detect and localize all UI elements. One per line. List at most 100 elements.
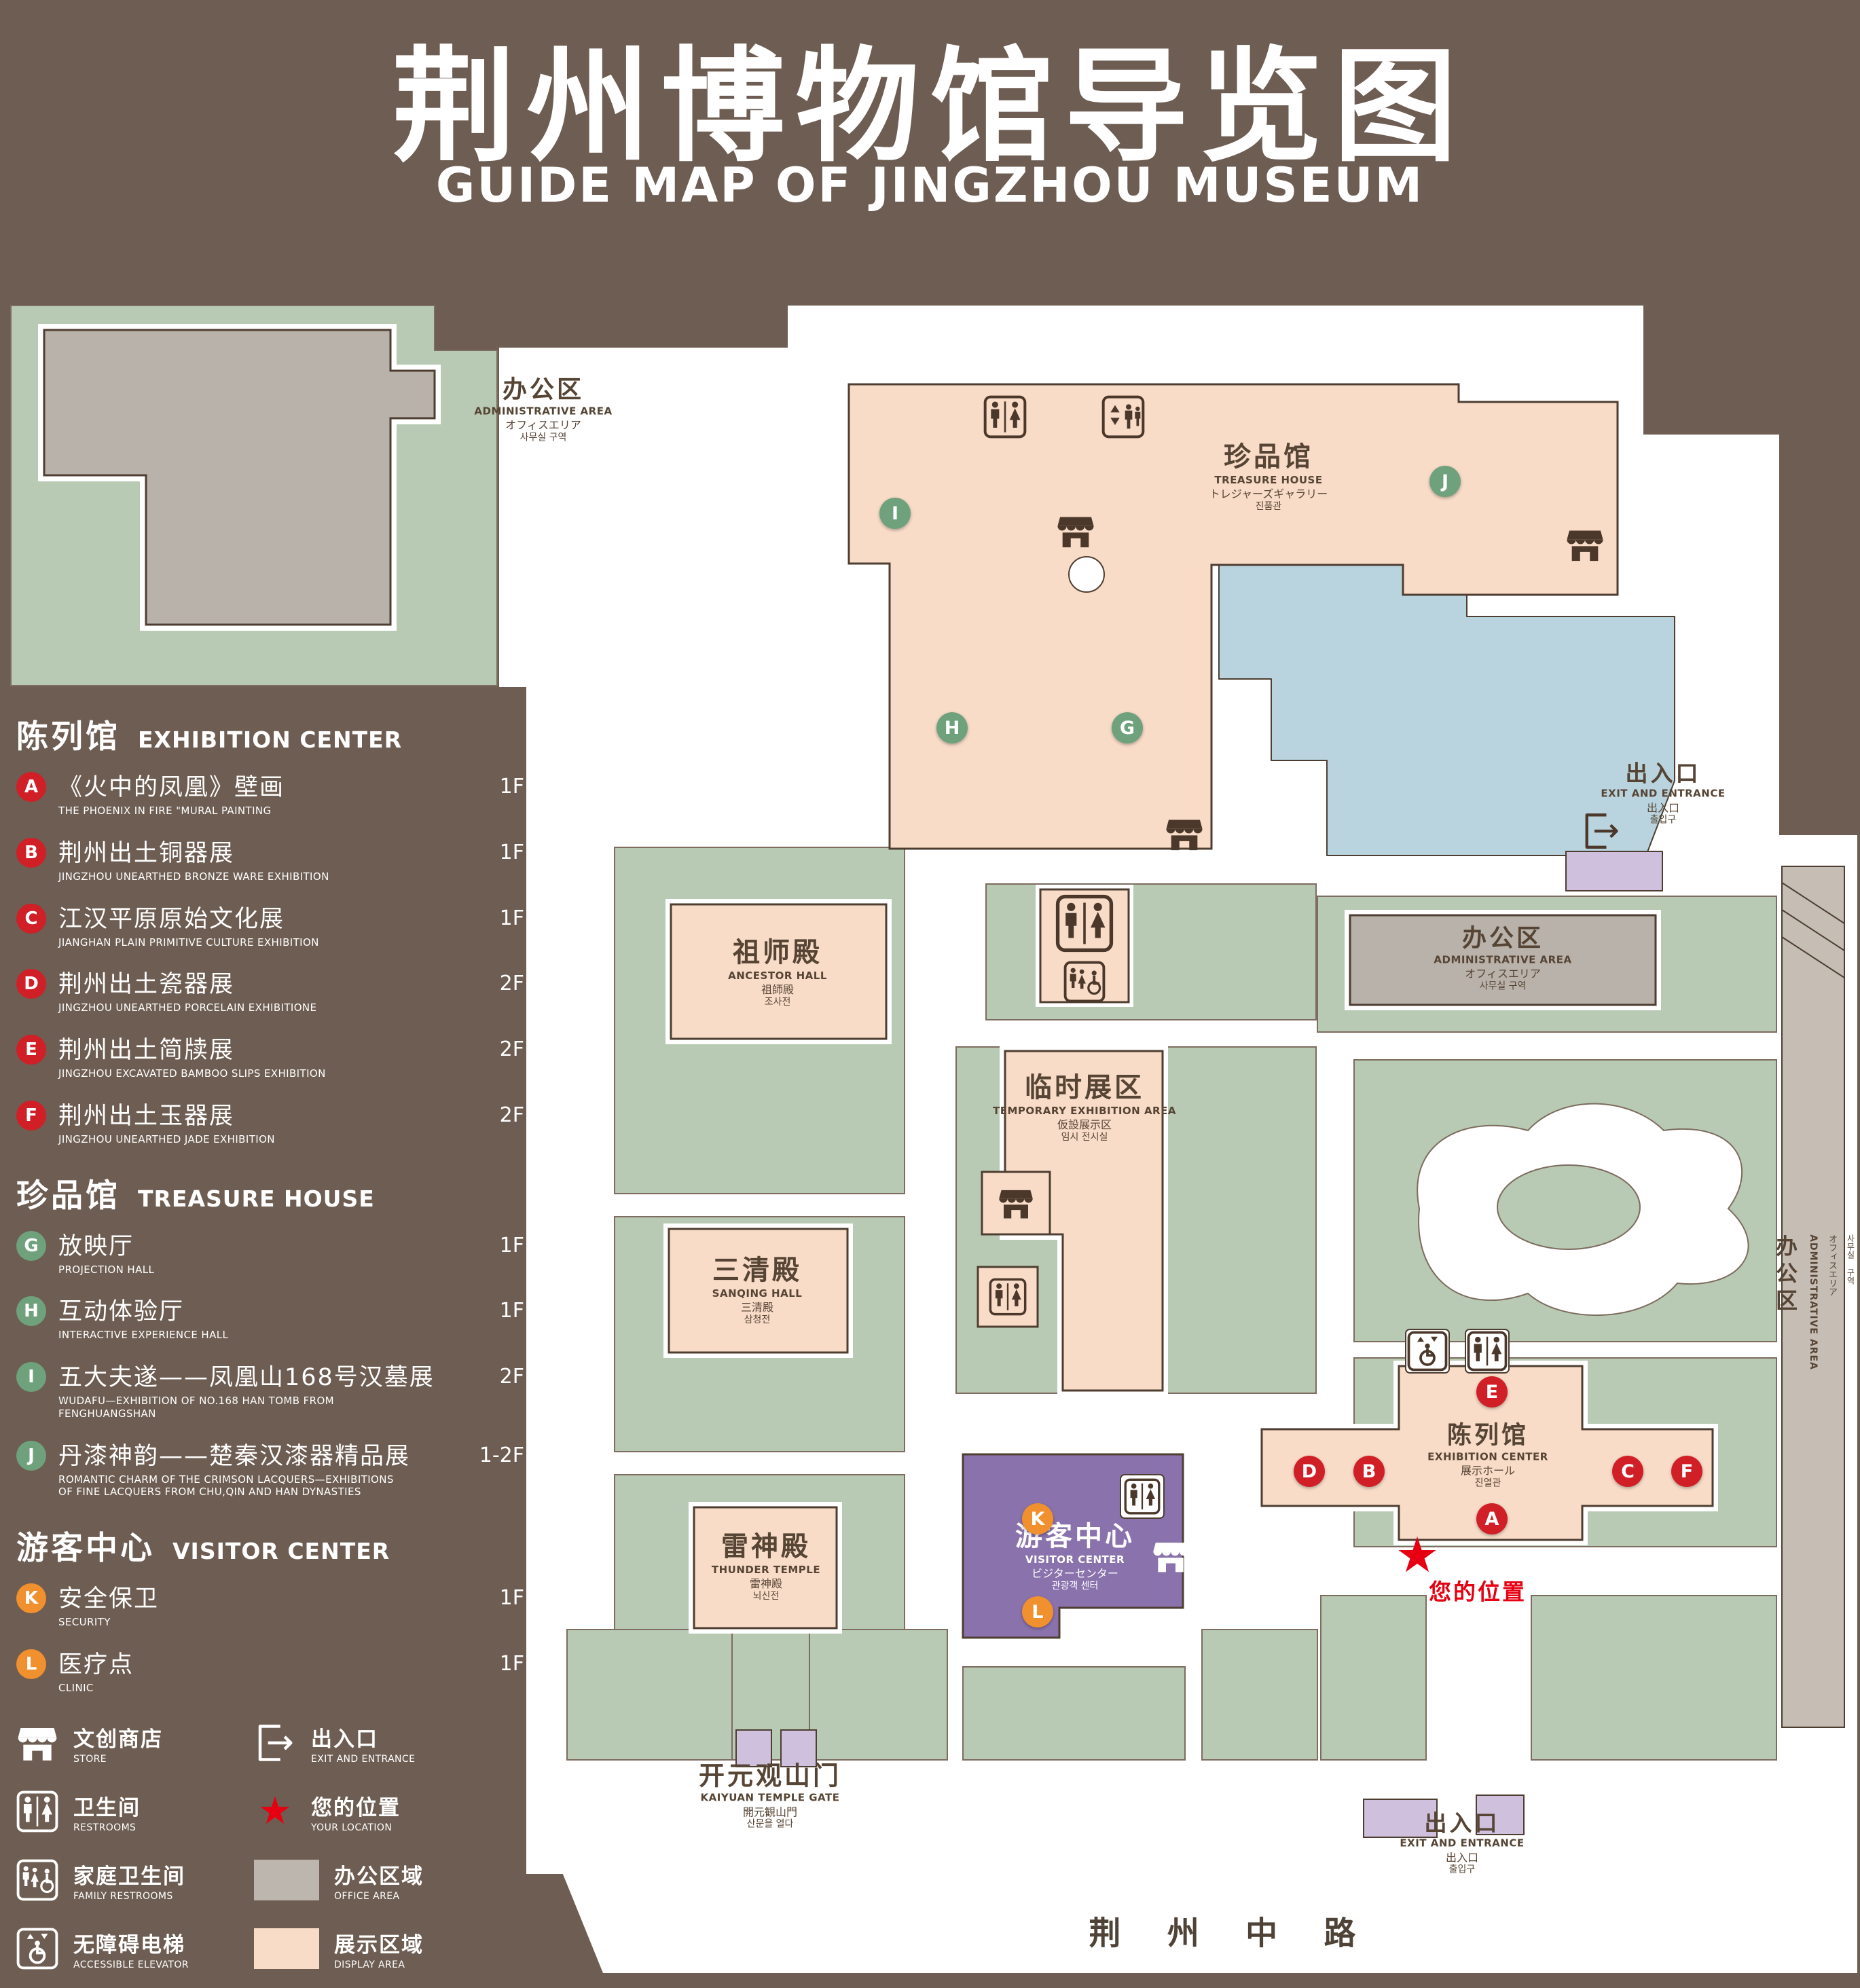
- garden-island: [1497, 1164, 1641, 1250]
- legend-symbol-store: 文创商店 STORE: [16, 1722, 254, 1765]
- accessible-elevator-icon: [16, 1928, 58, 1970]
- exhibition-center-building: [1256, 1361, 1718, 1545]
- floor-label: 2F: [499, 1103, 524, 1127]
- legend-symbols: 文创商店 STORE 出入口 EXIT AND ENTRANCE 卫生间 RES…: [16, 1722, 524, 1988]
- label-kaiyuan-gate: 开元观山门 KAIYUAN TEMPLE GATE 開元観山門 산문을 열다: [698, 1761, 842, 1830]
- floor-label: 1-2F: [479, 1443, 524, 1467]
- legend-item-l: L 医疗点 CLINIC 1F: [16, 1645, 524, 1695]
- label-exit-south: 出入口 EXIT AND ENTRANCE 出入口 출입구: [1400, 1809, 1525, 1875]
- legend-item-g: G 放映厅 PROJECTION HALL 1F: [16, 1227, 524, 1276]
- legend-item-b: B 荆州出土铜器展 JINGZHOU UNEARTHED BRONZE WARE…: [16, 834, 524, 883]
- map-marker-i: I: [879, 498, 911, 529]
- legend-symbol-display-area: 展示区域 DISPLAY AREA: [254, 1928, 524, 1970]
- restroom-icon: [16, 1790, 58, 1833]
- label-thunder-temple: 雷神殿 THUNDER TEMPLE 雷神殿 뇌신전: [711, 1531, 821, 1602]
- floor-label: 2F: [499, 1037, 524, 1061]
- map-marker-d: D: [1294, 1456, 1325, 1487]
- restroom-icon: [983, 395, 1027, 439]
- legend-symbol-family-restroom: 家庭卫生间 FAMILY RESTROOMS: [16, 1859, 254, 1902]
- legend-section-treasure: 珍品馆 TREASURE HOUSE: [16, 1177, 375, 1215]
- legend-symbol-accessible-elevator: 无障碍电梯 ACCESSIBLE ELEVATOR: [16, 1928, 254, 1970]
- label-office-strip: 办公区 ADMINISTRATIVE AREA オフィスエリア 사무실 구역: [1772, 1234, 1855, 1370]
- legend-symbol-restroom: 卫生间 RESTROOMS: [16, 1790, 254, 1833]
- label-exit-northeast: 出入口 EXIT AND ENTRANCE 出入口 출입구: [1601, 760, 1726, 826]
- pond: [1218, 553, 1675, 856]
- page-title: 荆州博物馆导览图: [392, 35, 1468, 179]
- floor-label: 1F: [499, 1651, 524, 1676]
- legend-item-k: K 安全保卫 SECURITY 1F: [16, 1579, 524, 1629]
- legend-marker-b: B: [16, 837, 46, 868]
- legend-marker-i: I: [16, 1362, 46, 1392]
- label-treasure-house: 珍品馆 TREASURE HOUSE トレジャーズギャラリー 진품관: [1209, 441, 1328, 512]
- store-icon: [16, 1722, 58, 1764]
- family-restroom-icon: [16, 1859, 58, 1901]
- restroom-icon: [1467, 1331, 1508, 1372]
- legend-item-a: A 《火中的凤凰》壁画 THE PHOENIX IN FIRE "MURAL P…: [16, 768, 524, 817]
- legend-symbol-exit: 出入口 EXIT AND ENTRANCE: [254, 1722, 524, 1765]
- floor-label: 1F: [499, 840, 524, 864]
- legend-item-d: D 荆州出土瓷器展 JINGZHOU UNEARTHED PORCELAIN E…: [16, 965, 524, 1014]
- store-icon: [1165, 814, 1204, 853]
- your-location-star-icon: ★: [1395, 1526, 1440, 1583]
- label-office-east: 办公区 ADMINISTRATIVE AREA オフィスエリア 사무실 구역: [1434, 924, 1572, 992]
- legend-item-i: I 五大夫遂——凤凰山168号汉墓展 WUDAFU—EXHIBITION OF …: [16, 1358, 524, 1420]
- legend-item-h: H 互动体验厅 INTERACTIVE EXPERIENCE HALL 1F: [16, 1292, 524, 1342]
- floor-label: 2F: [499, 972, 524, 996]
- legend-marker-a: A: [16, 772, 46, 802]
- ancestor-hall-building: [665, 899, 892, 1044]
- restroom-icon: [989, 1278, 1027, 1316]
- administrative-strip: [1781, 866, 1845, 1728]
- store-icon: [998, 1185, 1034, 1221]
- map-marker-a: A: [1476, 1503, 1508, 1534]
- map-marker-c: C: [1612, 1456, 1643, 1487]
- treasure-house-building: [847, 383, 1619, 850]
- store-icon: [1056, 511, 1095, 551]
- map-marker-l: L: [1022, 1596, 1053, 1627]
- restroom-icon: [1055, 894, 1114, 953]
- thunder-temple-building: [689, 1502, 842, 1634]
- map-marker-e: E: [1476, 1376, 1508, 1407]
- legend-marker-l: L: [16, 1649, 46, 1679]
- legend-marker-j: J: [16, 1440, 46, 1471]
- exit-icon: [254, 1722, 296, 1764]
- your-location-label: 您的位置: [1429, 1579, 1527, 1605]
- floor-label: 2F: [499, 1365, 524, 1388]
- location-star-icon: ★: [257, 1789, 293, 1833]
- temporary-exhibition-building: [977, 1046, 1168, 1396]
- map-marker-k: K: [1022, 1503, 1053, 1534]
- label-ancestor-hall: 祖师殿 ANCESTOR HALL 祖師殿 조사전: [728, 937, 827, 1008]
- label-visitor-center: 游客中心 VISITOR CENTER ビジターセンター 관광객 센터: [1015, 1521, 1135, 1591]
- family-restroom-icon: [1063, 961, 1106, 1003]
- label-sanqing-hall: 三清殿 SANQING HALL 三清殿 삼청전: [712, 1255, 803, 1325]
- legend-symbol-office-area: 办公区域 OFFICE AREA: [254, 1859, 524, 1902]
- elevator-icon: [1101, 395, 1145, 439]
- map-marker-g: G: [1112, 712, 1143, 743]
- restroom-icon: [1124, 1478, 1161, 1515]
- legend-marker-e: E: [16, 1035, 46, 1065]
- entrance-pads: [735, 851, 1663, 1838]
- label-road: 荆 州 中 路: [1089, 1915, 1374, 1953]
- map-marker-b: B: [1353, 1456, 1385, 1487]
- legend-marker-c: C: [16, 903, 46, 934]
- legend-marker-g: G: [16, 1230, 46, 1261]
- display-area-swatch: [254, 1928, 319, 1969]
- accessible-elevator-icon: [1407, 1331, 1448, 1372]
- store-icon: [1152, 1537, 1190, 1575]
- page-subtitle: GUIDE MAP OF JINGZHOU MUSEUM: [435, 158, 1425, 213]
- legend-marker-d: D: [16, 969, 46, 999]
- administrative-building-e: [1345, 910, 1661, 1010]
- floor-label: 1F: [499, 775, 524, 798]
- map-marker-j: J: [1429, 466, 1461, 497]
- floor-label: 1F: [499, 1586, 524, 1610]
- map-marker-f: F: [1671, 1456, 1702, 1487]
- legend-marker-f: F: [16, 1100, 46, 1130]
- legend-item-e: E 荆州出土简牍展 JINGZHOU EXCAVATED BAMBOO SLIP…: [16, 1031, 524, 1080]
- label-exhibition-center: 陈列馆 EXHIBITION CENTER 展示ホール 진열관: [1427, 1421, 1548, 1489]
- legend-marker-k: K: [16, 1583, 46, 1613]
- label-temporary-exhibition: 临时展区 TEMPORARY EXHIBITION AREA 仮設展示区 임시 …: [993, 1072, 1176, 1143]
- legend-section-exhibition: 陈列馆 EXHIBITION CENTER: [16, 718, 403, 756]
- road-jingzhou-middle: [562, 1873, 1857, 1973]
- store-icon: [1565, 525, 1605, 564]
